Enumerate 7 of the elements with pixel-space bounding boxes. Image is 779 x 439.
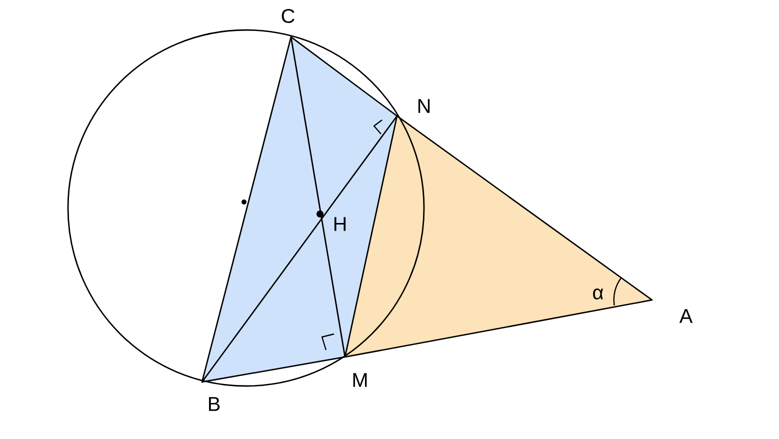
- angle-label: α: [593, 288, 604, 300]
- point-label: H: [334, 217, 346, 231]
- point-label: M: [353, 373, 367, 387]
- point-label: N: [418, 99, 430, 113]
- point-label: C: [282, 8, 294, 24]
- point-label: A: [679, 309, 693, 323]
- point-label: B: [209, 397, 220, 411]
